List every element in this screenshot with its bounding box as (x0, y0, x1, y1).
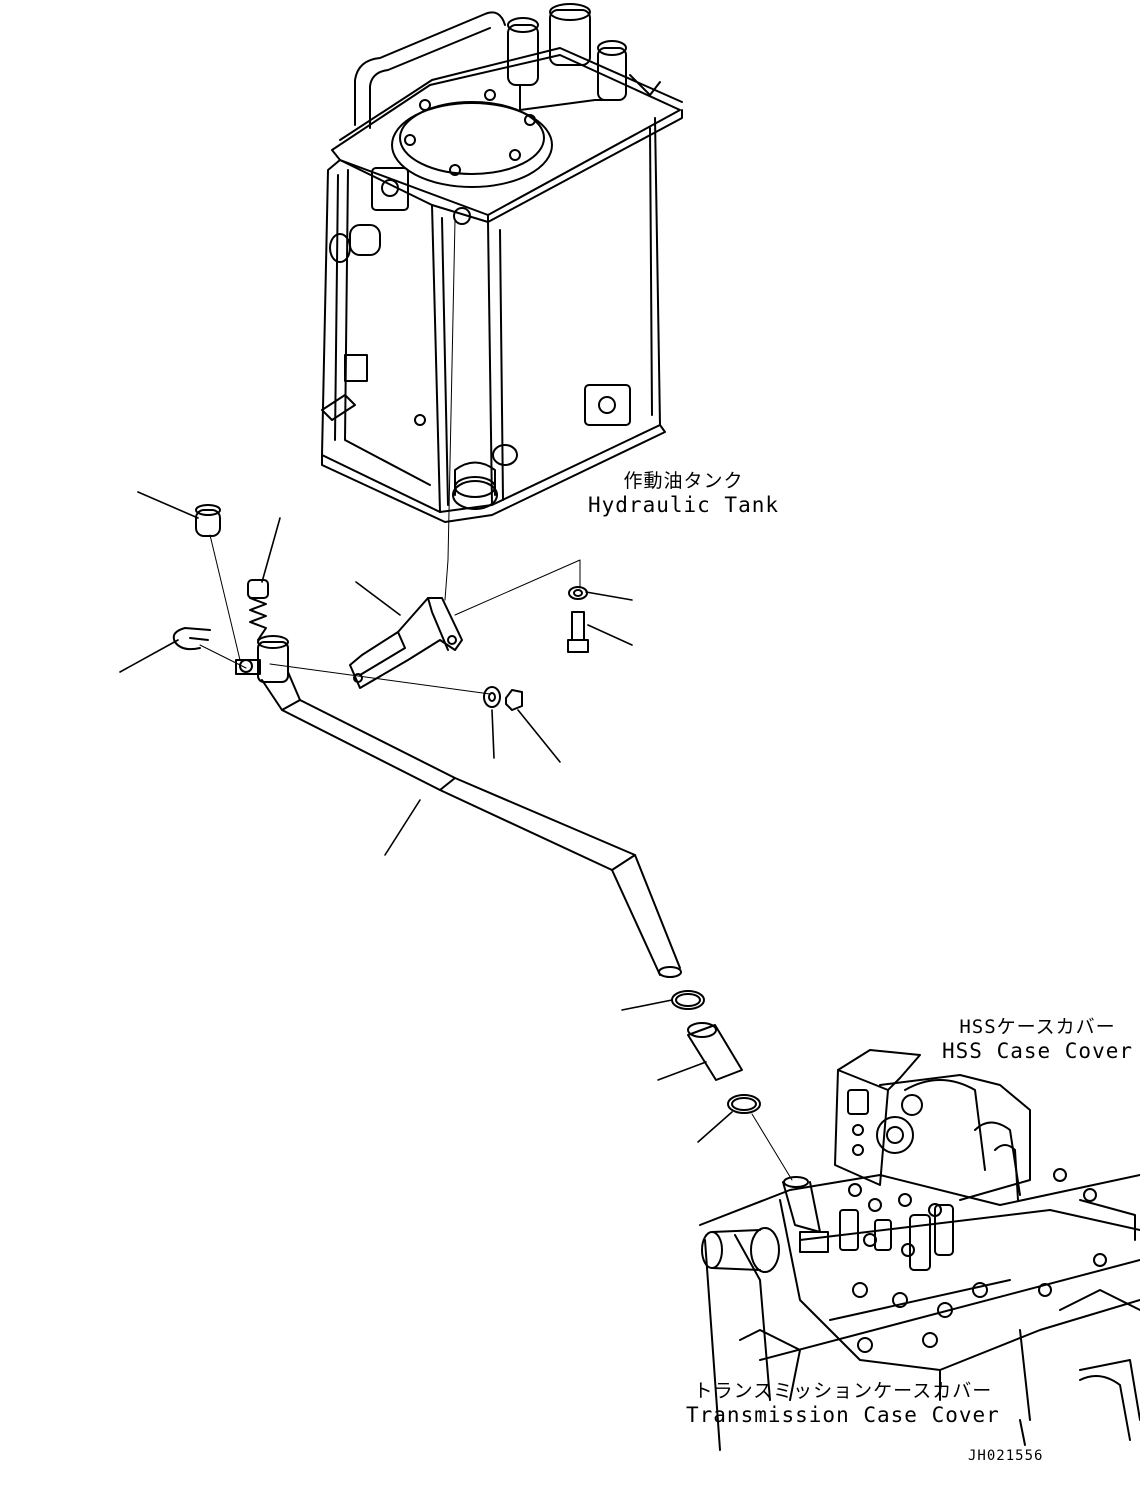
transmission-case-cover-label-jp: トランスミッションケースカバー (693, 1380, 993, 1402)
document-id: JH021556 (968, 1448, 1044, 1464)
hydraulic-tank-label: 作動油タンク Hydraulic Tank (588, 466, 779, 517)
hardware-parts (172, 504, 761, 1114)
hss-case-cover-label-jp: HSSケースカバー (959, 1016, 1116, 1038)
hss-case-cover-label: HSSケースカバー HSS Case Cover (942, 1012, 1133, 1063)
oil-pipe (235, 635, 682, 978)
transmission-case-cover-label: トランスミッションケースカバー Transmission Case Cover (686, 1376, 1000, 1427)
hydraulic-tank-label-jp: 作動油タンク (623, 470, 744, 492)
alignment-lines (199, 219, 793, 1181)
transmission-case-cover-label-en: Transmission Case Cover (686, 1403, 1000, 1427)
hydraulic-tank-label-en: Hydraulic Tank (588, 493, 780, 517)
hydraulic-tank (321, 3, 683, 523)
pipe-bracket (349, 597, 463, 689)
leader-lines (119, 491, 733, 1143)
hss-case-cover-label-en: HSS Case Cover (942, 1039, 1134, 1063)
transmission-assembly (699, 1049, 1140, 1451)
